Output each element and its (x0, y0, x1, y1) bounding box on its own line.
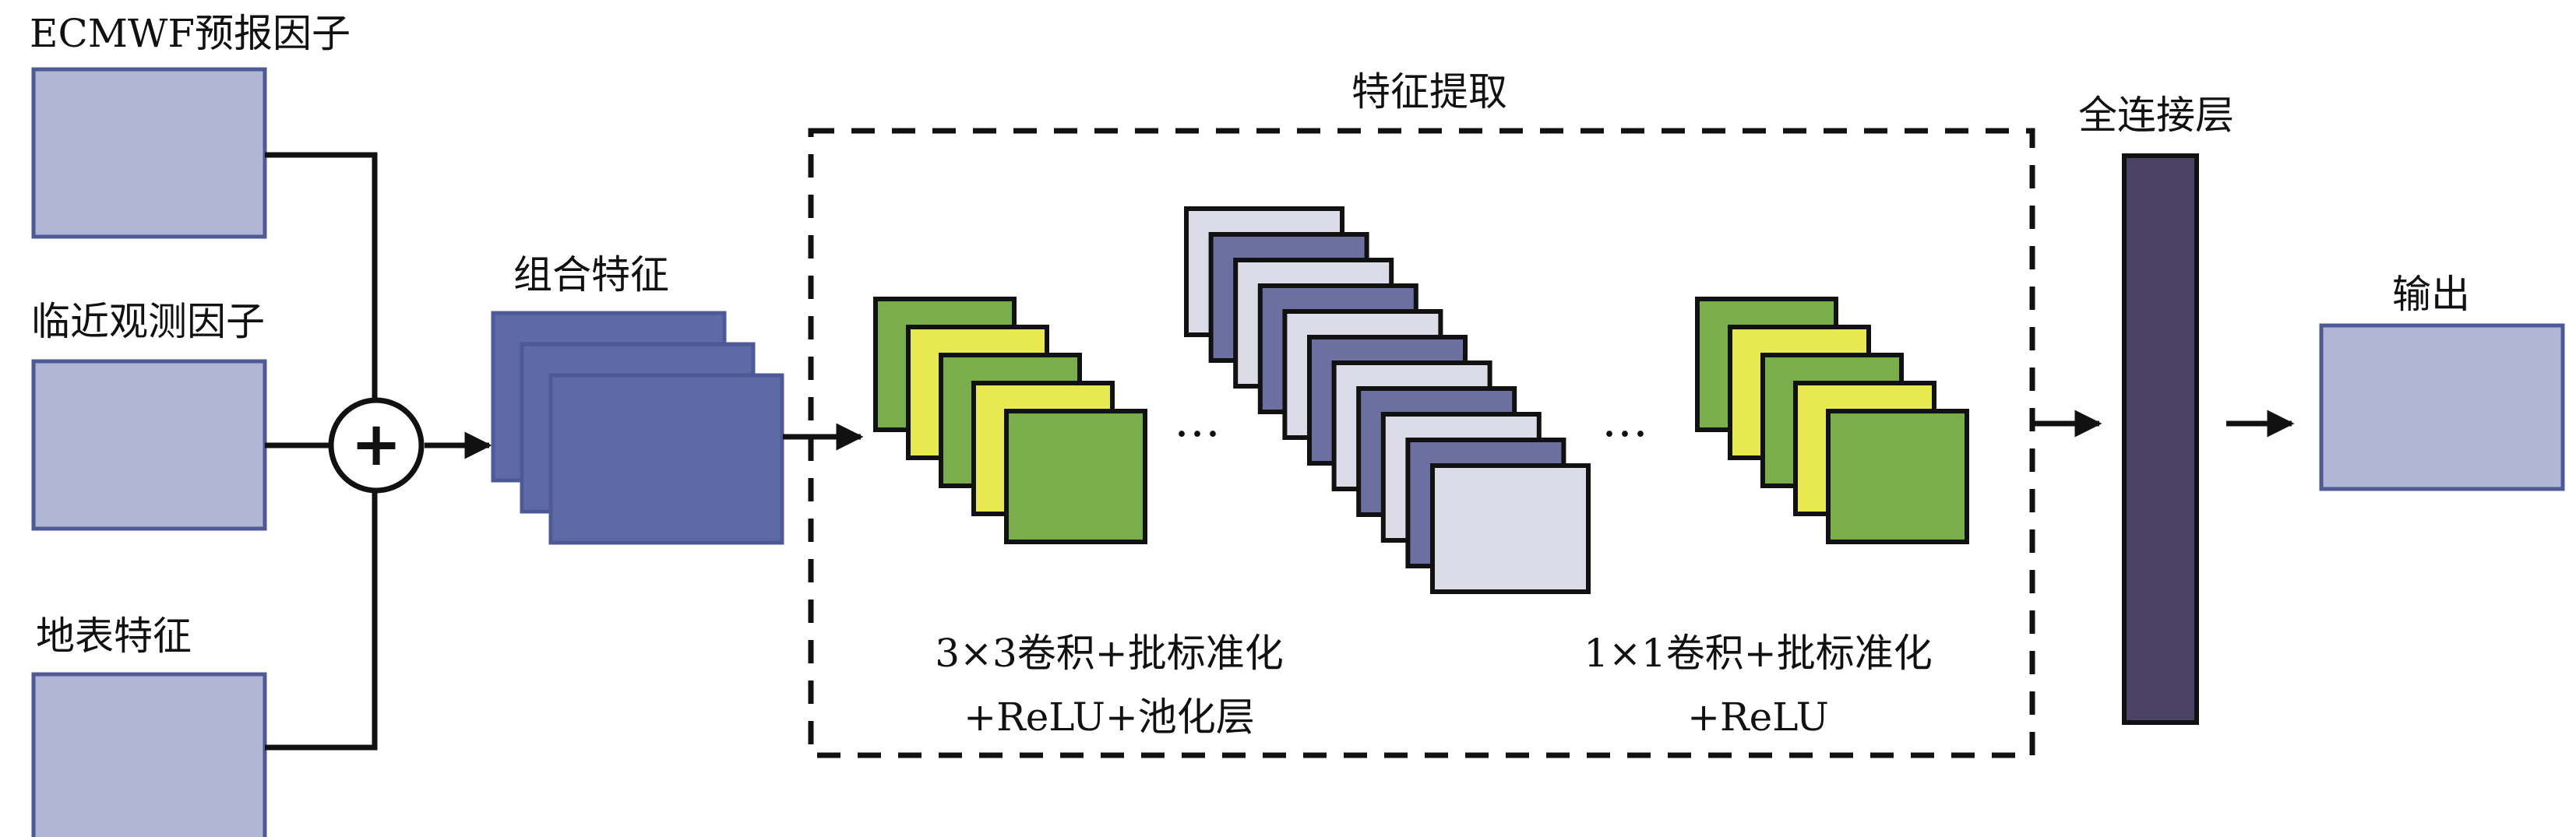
connector-ecmwf (265, 152, 378, 399)
surface-label: 地表特征 (36, 614, 192, 659)
combined-features-stack (491, 311, 784, 545)
connector-surface (265, 492, 378, 751)
ecmwf-label: ECMWF预报因子 (30, 11, 351, 56)
conv3x3-feature-map (1004, 409, 1147, 544)
conv1x1-stack (1695, 297, 1969, 544)
ecmwf-input-box (31, 67, 267, 239)
intermediate-layers-stack (1184, 206, 1591, 594)
conv1x1-caption-line1: 1×1卷积+批标准化 (1584, 631, 1932, 676)
nearby-obs-input-box (31, 359, 267, 531)
ellipsis-1: … (1174, 393, 1221, 448)
output-label: 输出 (2392, 272, 2470, 317)
fc-layer-bar (2122, 153, 2199, 725)
surface-input-box (31, 672, 267, 837)
conv3x3-stack (873, 297, 1147, 544)
concat-operator: + (328, 397, 425, 494)
nearby-obs-label: 临近观测因子 (31, 299, 265, 344)
conv1x1-caption-line2: +ReLU (1687, 695, 1829, 740)
output-box (2319, 323, 2565, 491)
ellipsis-2: … (1602, 393, 1648, 448)
plus-icon: + (351, 410, 401, 480)
combined-feature-map (548, 373, 784, 545)
feature-extraction-box (808, 128, 2035, 758)
fc-layer-label: 全连接层 (2078, 93, 2234, 138)
conv1x1-feature-map (1826, 409, 1969, 544)
intermediate-feature-map (1430, 463, 1591, 594)
feature-extraction-title: 特征提取 (1351, 69, 1507, 114)
conv3x3-caption-line2: +ReLU+池化层 (964, 695, 1255, 740)
combined-features-label: 组合特征 (513, 252, 669, 297)
conv3x3-caption-line1: 3×3卷积+批标准化 (935, 631, 1283, 676)
